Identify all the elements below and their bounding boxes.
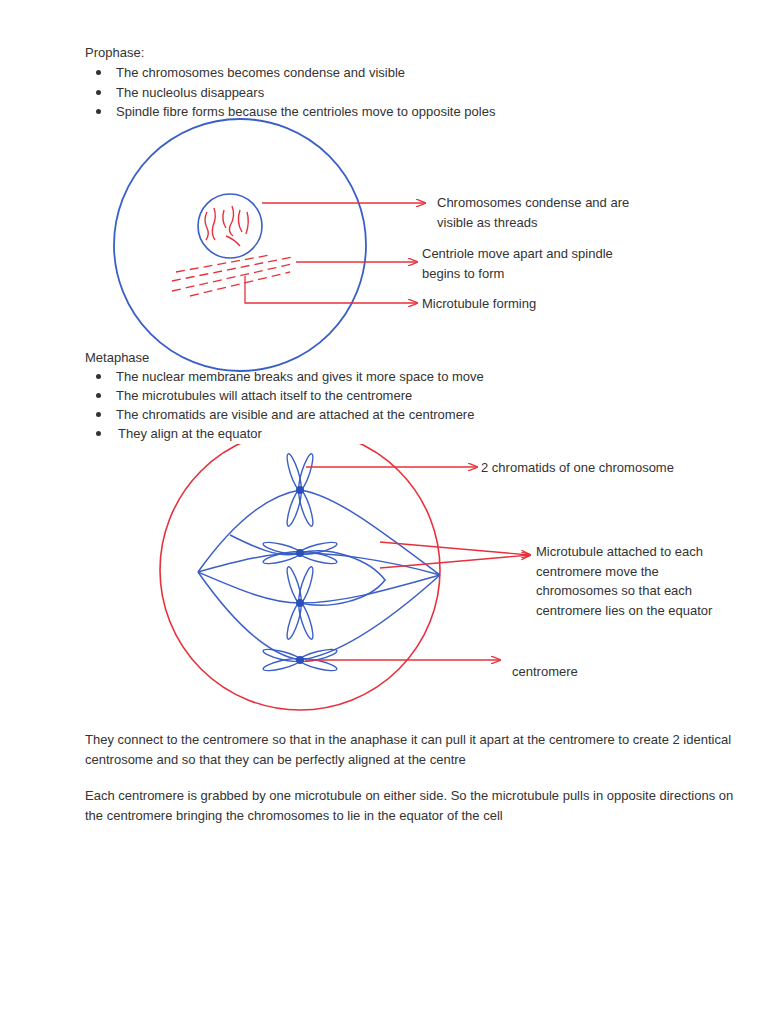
metaphase-cell [160, 430, 440, 710]
bullet-point: The microtubules will attach itself to t… [116, 386, 412, 406]
note-paragraph: Each centromere is grabbed by one microt… [85, 786, 735, 825]
nucleus [198, 194, 262, 258]
bullet-point: Spindle fibre forms because the centriol… [116, 102, 495, 122]
section-heading: Prophase: [85, 43, 144, 63]
spindle-fibres [198, 490, 440, 660]
bullet-point: The nucleolus disappears [116, 83, 264, 103]
callout-label: Microtubule attached to each centromere … [536, 542, 721, 620]
leader-lines [245, 203, 425, 303]
callout-label: 2 chromatids of one chromosome [481, 458, 674, 478]
callout-label: Microtubule forming [422, 294, 536, 314]
forming-spindle [172, 255, 292, 296]
bullet-point: The nuclear membrane breaks and gives it… [116, 367, 484, 387]
bullet-point: The chromosomes becomes condense and vis… [116, 63, 405, 83]
chromosomes [205, 206, 248, 246]
section-heading: Metaphase [85, 348, 149, 368]
bullet-point: The chromatids are visible and are attac… [116, 405, 474, 425]
leader-lines [305, 467, 530, 660]
callout-label: Chromosomes condense and are visible as … [437, 193, 647, 232]
bullet-point: They align at the equator [116, 424, 420, 444]
note-paragraph: They connect to the centromere so that i… [85, 730, 735, 769]
callout-label: centromere [512, 662, 578, 682]
callout-label: Centriole move apart and spindle begins … [422, 244, 637, 283]
prophase-cell [114, 119, 366, 371]
